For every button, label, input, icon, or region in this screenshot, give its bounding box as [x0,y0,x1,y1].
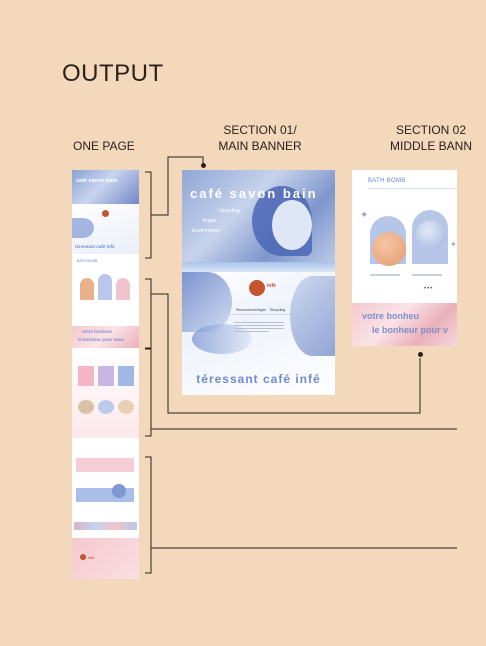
label-one-page: ONE PAGE [73,139,135,153]
main-banner-body: infé Recommend Vegan Recycling téressant… [182,272,335,395]
strip-hero-title: café savon bain [76,178,118,184]
strip-arch-1 [80,278,94,300]
label-section-02-line1: SECTION 02 [395,123,467,137]
banner-line-2: le bonheur pour v [372,325,449,335]
strip-product-6 [118,400,134,414]
sparkle-icon: ✦ [360,210,369,221]
middle-banner-board[interactable]: BATH BOMB ✦ ✦ ••• votre bonheu le bonheu… [352,170,457,346]
product-caption-2 [412,274,442,276]
nav-divider [230,314,290,315]
nav-vegan[interactable]: Vegan [256,308,266,312]
strip-product-3 [118,366,134,386]
brand-logo-text: infé [267,283,276,289]
strip-arch-3 [116,278,130,300]
hero-gradient-strip [182,262,335,272]
body-paragraph [234,322,284,340]
strip-footer: infé [72,538,139,579]
one-page-thumbnail[interactable]: café savon bain téressant café infé BATH… [72,170,139,579]
main-banner-hero: café savon bain Upcycling Vegan Environm… [182,170,335,262]
strip-section-title: BATH BOMB [77,259,98,263]
middle-pink-banner: votre bonheu le bonheur pour v [352,303,457,346]
strip-logo [102,210,109,217]
bathbomb-orange [372,232,406,266]
body-swirl-right [290,276,335,356]
nav-recommend[interactable]: Recommend [236,308,256,312]
strip-product-4 [78,400,94,414]
hero-line-environment: Environment [192,228,221,234]
label-section-01-line2: MAIN BANNER [218,139,302,153]
title-divider [368,188,457,189]
nav-recycling[interactable]: Recycling [270,308,286,312]
main-banner-board[interactable]: café savon bain Upcycling Vegan Environm… [182,170,335,395]
hero-line-vegan: Vegan [202,218,217,224]
brand-logo [249,280,265,296]
bathbomb-title: BATH BOMB [368,178,406,184]
strip-banner-text-2: le bonheur pour vous [78,337,125,342]
strip-products [72,348,139,438]
strip-intro: téressant café infé [72,204,139,254]
strip-product-1 [78,366,94,386]
strip-swirl [72,218,94,238]
sparkle-icon-2: ✦ [450,240,457,249]
label-section-02-line2: MIDDLE BANN [389,139,472,153]
strip-footer-brand: infé [88,555,95,560]
strip-event-card-1 [76,458,134,472]
connector-dot-section-01 [201,163,206,168]
label-section-01-line1: SECTION 01/ [223,123,297,137]
body-swirl-left [182,272,232,332]
strip-hero: café savon bain [72,170,139,204]
strip-footer-logo [80,554,86,560]
strip-arch-2 [98,274,112,300]
page-heading: OUTPUT [62,60,164,87]
bottom-tagline: téressant café infé [196,372,321,386]
label-section-02: SECTION 02 MIDDLE BANN [376,122,486,154]
strip-bottom-text: téressant café infé [75,244,115,249]
strip-banner-text: votre bonheur [82,329,113,334]
bathbomb-blue [416,220,446,250]
strip-event [72,438,139,538]
strip-product-2 [98,366,114,386]
pagination-dots[interactable]: ••• [424,286,434,292]
strip-bathbomb: BATH BOMB [72,254,139,326]
banner-line-1: votre bonheu [362,311,420,321]
label-section-01: SECTION 01/ MAIN BANNER [212,122,308,154]
hero-title: café savon bain [190,186,318,201]
strip-event-circle [112,484,126,498]
connector-dot-section-02 [418,352,423,357]
hero-line-upcycling: Upcycling [218,208,240,214]
strip-gallery [74,522,137,530]
strip-banner: votre bonheur le bonheur pour vous [72,326,139,348]
product-caption-1 [370,274,400,276]
hero-wave-highlight [272,200,312,250]
strip-product-5 [98,400,114,414]
